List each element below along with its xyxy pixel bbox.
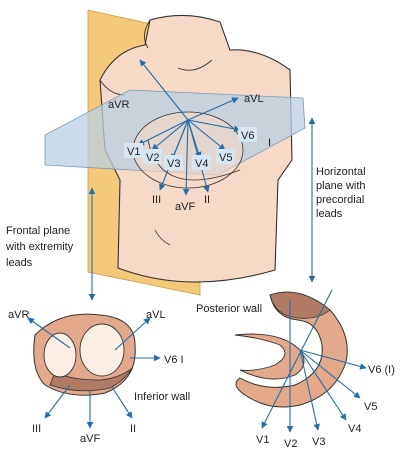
torso-label-ii: II: [204, 194, 210, 206]
horizontal-label-v2: V2: [284, 438, 297, 450]
horizontal-lead-arrows: [261, 289, 367, 433]
horizontal-caption-4: leads: [316, 208, 343, 220]
inferior-wall-caption: Inferior wall: [134, 391, 190, 403]
horizontal-caption-1: Horizontal: [316, 166, 366, 178]
torso-label-v2: V2: [146, 152, 159, 164]
torso-label-v4: V4: [195, 158, 208, 170]
horizontal-label-v1: V1: [256, 434, 269, 446]
horizontal-label-v6-i: V6 (I): [368, 364, 395, 376]
torso-label-iii: III: [152, 194, 161, 206]
torso-label-avf: aVF: [175, 201, 195, 213]
frontal-heart-section: [33, 313, 136, 396]
horizontal-caption-2: plane with: [316, 180, 366, 192]
frontal-label-ii: II: [130, 423, 136, 435]
torso-label-i: I: [268, 137, 271, 149]
torso-label-avl: aVL: [244, 93, 264, 105]
frontal-label-v6-i: V6 I: [164, 354, 184, 366]
frontal-label-avf: aVF: [80, 433, 100, 445]
horizontal-caption-3: precordial: [316, 194, 364, 206]
horizontal-heart-section: [234, 291, 348, 408]
frontal-label-avl: aVL: [146, 309, 166, 321]
horizontal-label-v5: V5: [364, 401, 377, 413]
frontal-label-avr: aVR: [8, 309, 29, 321]
horizontal-label-v3: V3: [312, 436, 325, 448]
posterior-wall-caption: Posterior wall: [196, 303, 262, 315]
frontal-caption-2: with extremity: [5, 241, 74, 253]
torso-lead-arrows: [137, 59, 241, 196]
torso-lead-boxes: [124, 127, 257, 170]
frontal-caption-3: leads: [6, 257, 33, 269]
horizontal-label-v4: V4: [348, 423, 361, 435]
torso-label-v6: V6: [241, 130, 254, 142]
torso-label-v3: V3: [167, 158, 180, 170]
frontal-label-iii: III: [32, 423, 41, 435]
frontal-lead-arrows: [27, 317, 161, 429]
torso-label-avr: aVR: [108, 99, 129, 111]
torso-label-v5: V5: [219, 152, 232, 164]
torso-label-v1: V1: [127, 146, 140, 158]
frontal-caption-1: Frontal plane: [6, 225, 70, 237]
